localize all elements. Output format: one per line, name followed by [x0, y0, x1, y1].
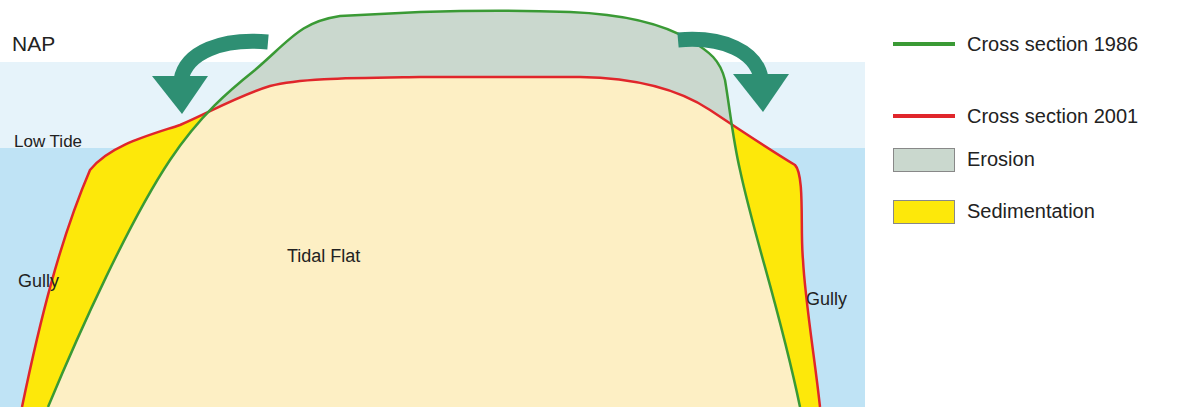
sediment-arrow-head: [733, 74, 789, 112]
legend-line: [892, 39, 958, 49]
sediment-arrow: [181, 41, 268, 80]
cross-section-2001: [22, 77, 820, 407]
channel-label: Gully: [806, 289, 847, 311]
sediment-arrow-head: [152, 76, 208, 114]
flat-label: Tidal Flat: [287, 246, 360, 268]
erosion-area: [48, 11, 800, 407]
legend-line: [892, 111, 958, 121]
legend-text: Cross section 2001: [967, 104, 1138, 128]
legend-text: Cross section 1986: [967, 32, 1138, 56]
legend-swatch: [893, 200, 955, 224]
sediment-arrow: [678, 39, 761, 78]
channel-label: Gully: [18, 271, 59, 293]
legend-swatch: [893, 148, 955, 172]
legend-text: Erosion: [967, 147, 1035, 171]
level-label: Low Tide: [14, 132, 82, 152]
legend-text: Sedimentation: [967, 199, 1095, 223]
level-label: NAP: [12, 31, 55, 56]
cross-section-1986: [48, 11, 800, 407]
tidal-flat-body: [48, 11, 800, 407]
